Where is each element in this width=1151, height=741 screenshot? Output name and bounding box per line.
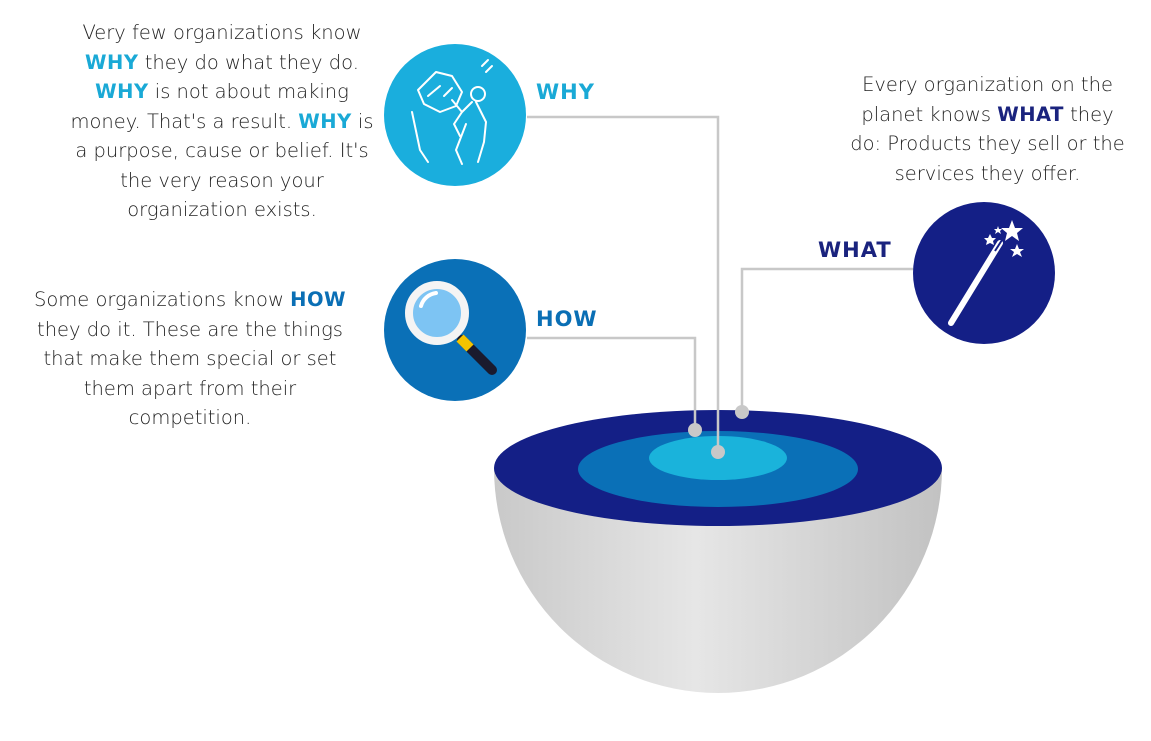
why-label: WHY [536, 80, 595, 104]
what-connector-dot [735, 405, 749, 419]
how-description-line: they do it. These are the things [20, 315, 360, 345]
description-text: Some organizations know [33, 288, 291, 311]
description-text: is [351, 109, 374, 133]
how-description-line: Some organizations know HOW [20, 285, 360, 315]
description-text: planet knows [861, 102, 998, 126]
description-text: Very few organizations know [82, 21, 362, 44]
description-text: they do what they do. [138, 50, 359, 74]
what-description-line: planet knows WHAT they [835, 100, 1140, 130]
how-connector-line [527, 336, 697, 428]
keyword-how: HOW [290, 288, 347, 311]
keyword-why: WHY [85, 50, 139, 74]
how-label: HOW [536, 307, 598, 331]
why-connector-dot [711, 445, 725, 459]
description-text: they [1063, 102, 1114, 126]
what-connector-line [740, 267, 915, 410]
description-text: services they offer. [894, 161, 1081, 185]
what-description-line: Every organization on the [835, 70, 1140, 100]
what-label: WHAT [818, 238, 892, 262]
keyword-what: WHAT [997, 102, 1064, 126]
keyword-why: WHY [298, 109, 352, 133]
description-text: the very reason your [120, 168, 324, 192]
how-description-line: that make them special or set [20, 344, 360, 374]
how-description-line: competition. [20, 403, 360, 433]
why-description-line: a purpose, cause or belief. It's [52, 136, 392, 166]
why-description-line: WHY is not about making [52, 77, 392, 107]
description-text: is not about making [148, 80, 349, 103]
description-text: organization exists. [127, 198, 317, 221]
description-text: they do it. These are the things [37, 317, 343, 341]
why-connector-line [527, 115, 720, 450]
how-connector-dot [688, 423, 702, 437]
why-description-line: the very reason your [52, 166, 392, 196]
description-text: money. That's a result. [70, 109, 299, 133]
magnifying-glass-icon [384, 259, 526, 401]
why-description-line: WHY they do what they do. [52, 48, 392, 78]
description-text: that make them special or set [43, 347, 337, 370]
description-text: a purpose, cause or belief. It's [75, 139, 369, 162]
description-text: them apart from their [83, 376, 297, 400]
why-description-line: organization exists. [52, 195, 392, 225]
description-text: Every organization on the [862, 73, 1113, 96]
rock-climber-icon [384, 44, 526, 186]
how-description-line: them apart from their [20, 374, 360, 404]
keyword-why: WHY [95, 80, 149, 103]
what-description-line: services they offer. [835, 159, 1140, 189]
description-text: do: Products they sell or the [850, 132, 1125, 155]
bowl [494, 468, 942, 693]
why-description-line: Very few organizations know [52, 18, 392, 48]
what-description-line: do: Products they sell or the [835, 129, 1140, 159]
description-text: competition. [128, 406, 252, 429]
magic-wand-icon [913, 202, 1055, 344]
what-description: Every organization on the planet knows WH… [835, 70, 1140, 188]
why-description-line: money. That's a result. WHY is [52, 107, 392, 137]
